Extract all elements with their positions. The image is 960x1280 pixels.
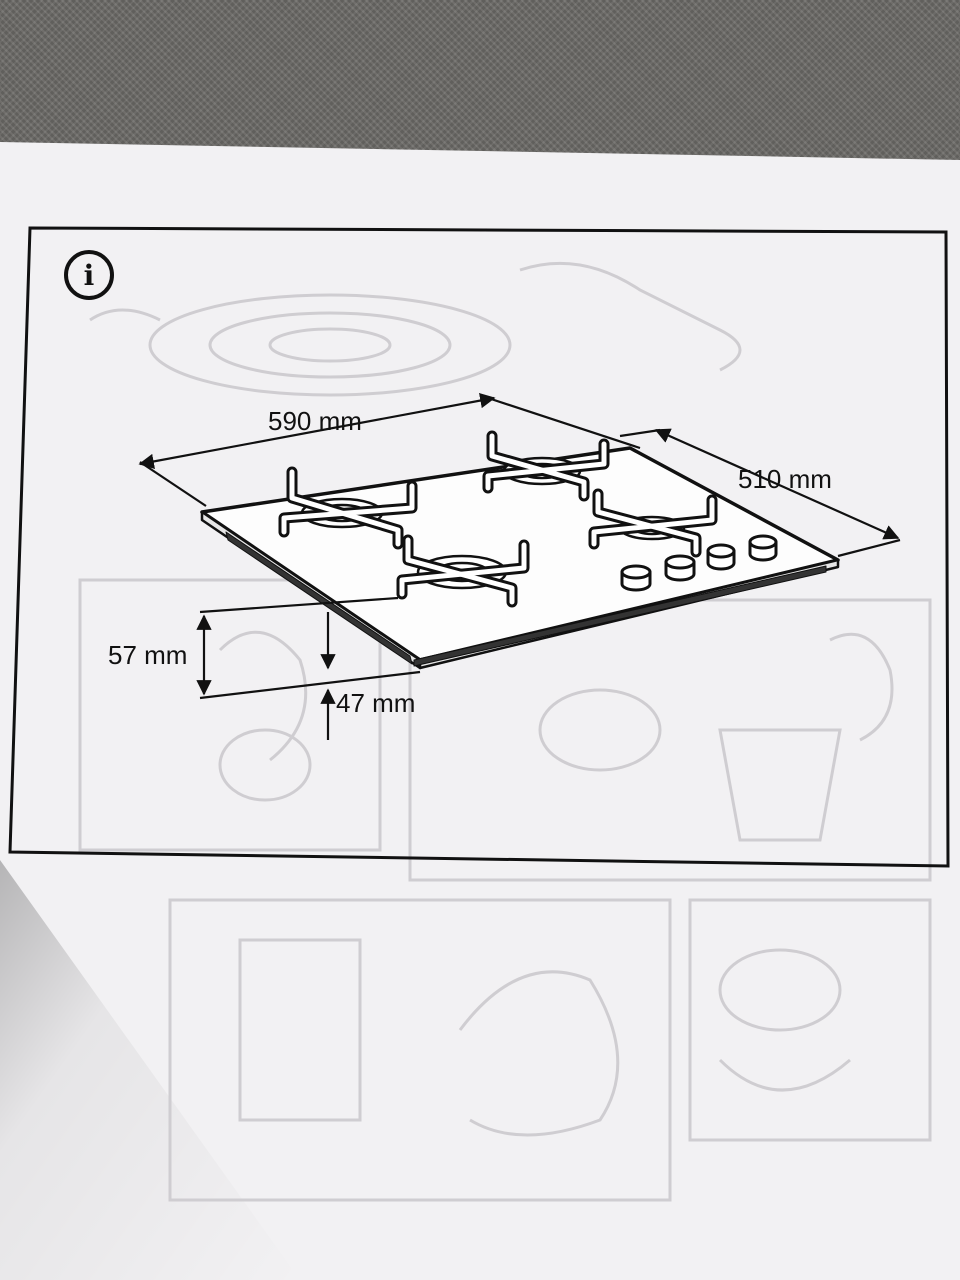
depth-extension-bottom — [837, 538, 901, 558]
pan-support-back-left-inner — [281, 469, 415, 547]
knob-4 — [748, 534, 778, 562]
depth-extension-top — [619, 428, 661, 438]
pan-support-front-left-inner — [399, 537, 527, 605]
total-height-label: 57 mm — [108, 640, 188, 670]
recess-height-label: 47 mm — [336, 688, 416, 718]
knob-3 — [706, 543, 736, 571]
control-knobs — [620, 534, 778, 592]
info-icon: i — [64, 250, 114, 300]
width-label: 590 mm — [268, 406, 362, 436]
width-extension-right — [487, 396, 641, 450]
width-dimension-arrow — [138, 392, 496, 470]
height-extension-bottom — [199, 670, 421, 700]
height-extension-top — [199, 596, 399, 614]
knob-2 — [664, 554, 696, 582]
width-extension-left — [139, 461, 207, 507]
depth-label: 510 mm — [738, 464, 832, 494]
dimension-lines — [138, 392, 901, 740]
depth-dimension-arrow — [654, 428, 900, 540]
illustration-frame — [8, 226, 950, 868]
paper-shadow — [0, 860, 300, 1280]
knob-1 — [620, 564, 652, 592]
